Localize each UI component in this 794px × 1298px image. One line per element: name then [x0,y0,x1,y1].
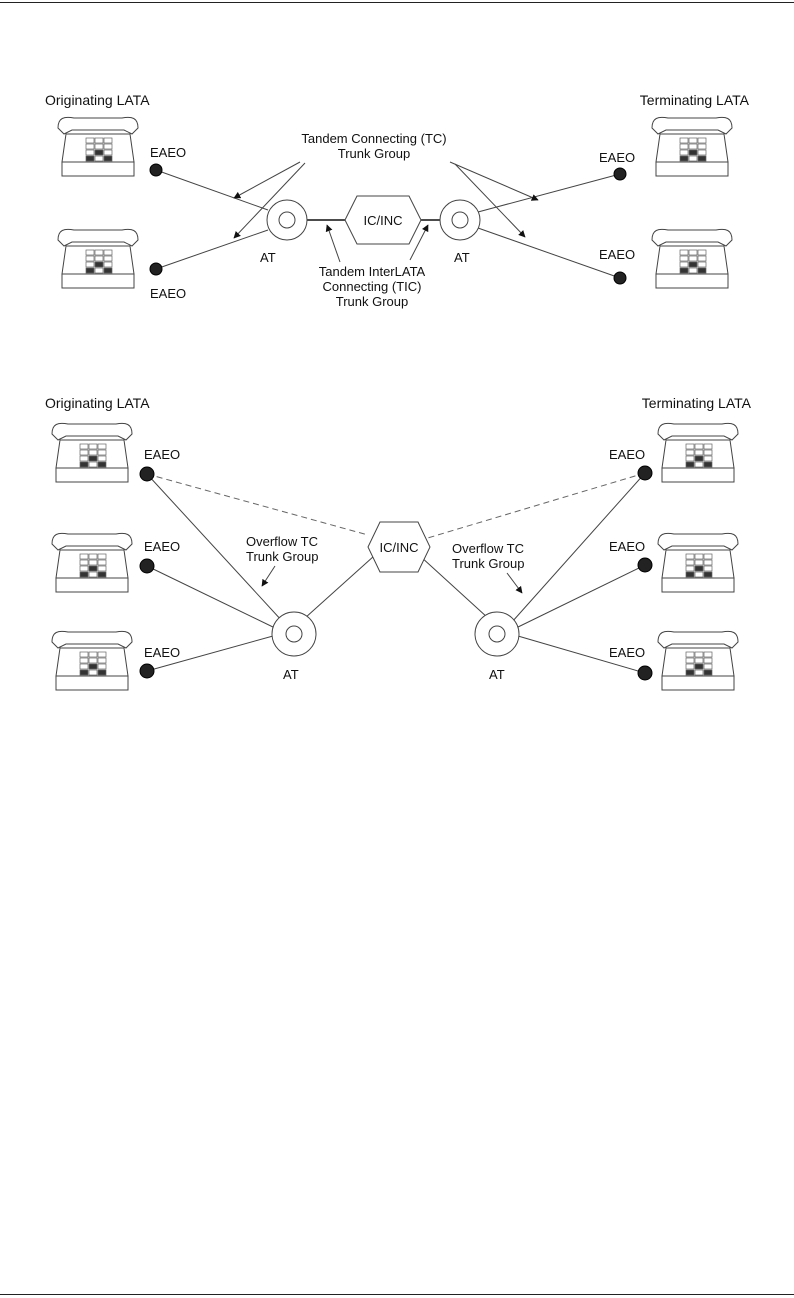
overflow-tc-label-line2: Trunk Group [246,549,319,564]
telephone-icon [57,228,139,289]
eaeo-node [139,466,155,482]
eaeo-label: EAEO [609,539,645,554]
tc-trunk-label-line1: Tandem Connecting (TC) [301,131,446,146]
at-label: AT [283,667,299,682]
at-label: AT [454,250,470,265]
eaeo-node [139,558,155,574]
eaeo-node [613,271,627,285]
eaeo-node [613,167,627,181]
telephone-icon [51,422,133,483]
diagram-2: Originating LATA Terminating LATA EAEO E… [45,395,752,691]
eaeo-node [637,557,653,573]
telephone-icon [657,630,739,691]
overflow-tc-label-line1: Overflow TC [452,541,524,556]
eaeo-node [139,663,155,679]
diagram-1: Originating LATA Terminating LATA EAEO E… [45,92,750,309]
eaeo-label: EAEO [150,286,186,301]
at-label: AT [489,667,505,682]
ic-inc-hub [367,521,431,573]
eaeo-label: EAEO [144,447,180,462]
eaeo-node [149,262,163,276]
telephone-icon [57,116,139,177]
eaeo-label: EAEO [609,447,645,462]
telephone-icon [651,116,733,177]
bottom-rule [0,1294,794,1295]
telephone-icon [657,532,739,593]
telephone-icon [651,228,733,289]
ic-inc-hub [344,195,422,245]
telephone-icon [51,630,133,691]
eaeo-node [637,465,653,481]
tc-trunk-label-line2: Trunk Group [338,146,411,161]
eaeo-label: EAEO [144,645,180,660]
eaeo-label: EAEO [609,645,645,660]
ic-inc-label: IC/INC [364,213,403,228]
eaeo-label: EAEO [599,150,635,165]
eaeo-node [149,163,163,177]
telephone-icon [51,532,133,593]
originating-lata-label: Originating LATA [45,92,150,108]
tic-trunk-label-line1: Tandem InterLATA [319,264,426,279]
eaeo-node [637,665,653,681]
overflow-tc-label-line1: Overflow TC [246,534,318,549]
terminating-lata-label: Terminating LATA [642,395,752,411]
tic-trunk-label-line2: Connecting (TIC) [323,279,422,294]
telephone-icon [657,422,739,483]
eaeo-label: EAEO [150,145,186,160]
originating-lata-label: Originating LATA [45,395,150,411]
top-rule [0,2,794,3]
eaeo-label: EAEO [144,539,180,554]
ic-inc-label: IC/INC [380,540,419,555]
tic-trunk-label-line3: Trunk Group [336,294,409,309]
at-label: AT [260,250,276,265]
overflow-tc-label-line2: Trunk Group [452,556,525,571]
terminating-lata-label: Terminating LATA [640,92,750,108]
eaeo-label: EAEO [599,247,635,262]
